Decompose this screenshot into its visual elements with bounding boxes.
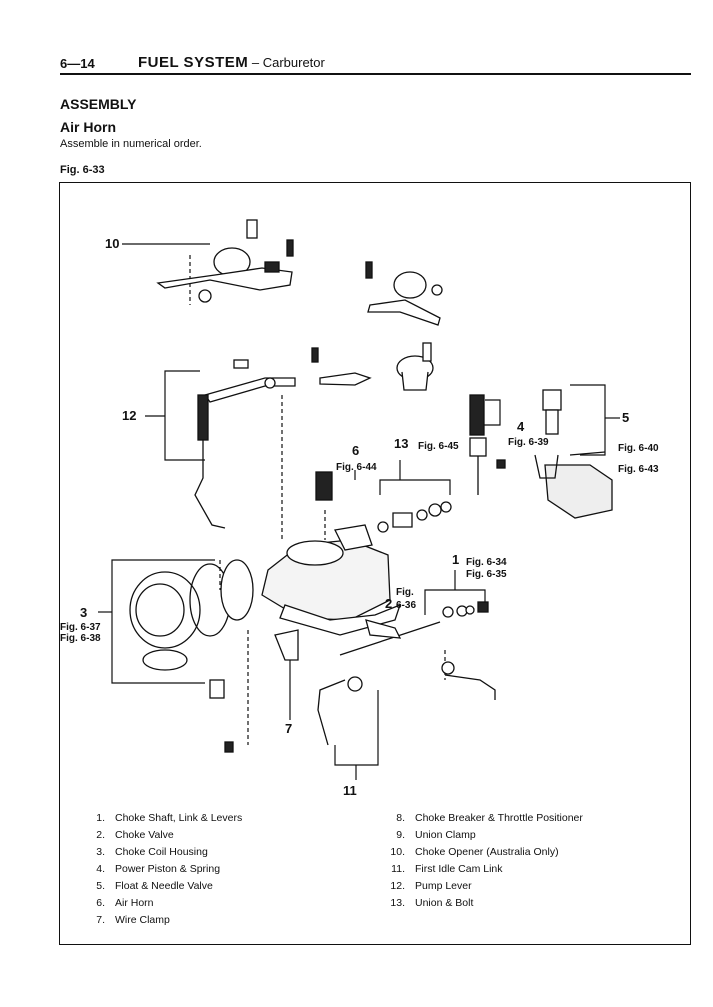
callout-6-ref: Fig. 6-44 bbox=[336, 462, 377, 473]
callout-2-ref-a: Fig. bbox=[396, 587, 414, 598]
float-part bbox=[534, 389, 613, 519]
callout-2-ref-b: 6-36 bbox=[396, 600, 417, 611]
header-rule bbox=[60, 73, 691, 75]
wire-clamp-part bbox=[224, 629, 299, 753]
subsection-name: – Carburetor bbox=[248, 55, 325, 70]
callout-6: 6 bbox=[352, 443, 360, 458]
bracket-13 bbox=[379, 479, 451, 495]
callout-3-ref-b: Fig. 6-38 bbox=[60, 633, 101, 644]
callout-13-ref: Fig. 6-45 bbox=[418, 441, 459, 452]
section-title: FUEL SYSTEM – Carburetor bbox=[138, 54, 325, 71]
bracket-3 bbox=[111, 559, 215, 684]
page-number: 6—14 bbox=[60, 56, 95, 71]
callout-5: 5 bbox=[622, 410, 630, 425]
callout-13: 13 bbox=[394, 436, 409, 451]
callout-4: 4 bbox=[517, 419, 525, 434]
callout-11: 11 bbox=[343, 783, 357, 798]
positioner-diaphragm-part bbox=[311, 342, 434, 391]
instruction-text: Assemble in numerical order. bbox=[60, 138, 202, 150]
callout-5-ref-b: Fig. 6-43 bbox=[618, 464, 659, 475]
callout-10: 10 bbox=[105, 236, 120, 251]
idle-cam-link-part bbox=[317, 661, 496, 746]
choke-opener-part bbox=[156, 219, 294, 303]
section-name: FUEL SYSTEM bbox=[138, 54, 249, 71]
callout-2: 2 bbox=[385, 596, 393, 611]
choke-coil-housing-part bbox=[129, 559, 254, 699]
callout-7: 7 bbox=[285, 721, 293, 736]
figure-frame bbox=[59, 182, 691, 945]
bracket-1 bbox=[424, 589, 486, 615]
figure-label: Fig. 6-33 bbox=[60, 164, 105, 176]
callout-1-ref-a: Fig. 6-34 bbox=[466, 557, 507, 568]
callout-1-ref-b: Fig. 6-35 bbox=[466, 569, 507, 580]
callout-5-ref-a: Fig. 6-40 bbox=[618, 443, 659, 454]
choke-breaker-part bbox=[365, 261, 443, 326]
bracket-5 bbox=[570, 384, 606, 456]
callout-1: 1 bbox=[452, 552, 460, 567]
assembly-heading: ASSEMBLY bbox=[60, 96, 137, 112]
bracket-11 bbox=[334, 690, 379, 766]
union-bolt-part bbox=[377, 501, 452, 533]
callout-4-ref: Fig. 6-39 bbox=[508, 437, 549, 448]
bracket-4 bbox=[470, 399, 501, 426]
callout-12: 12 bbox=[122, 408, 137, 423]
power-piston-part bbox=[469, 394, 506, 495]
callout-3: 3 bbox=[80, 605, 88, 620]
choke-shaft-part bbox=[339, 601, 489, 656]
pump-lever-part bbox=[194, 359, 296, 529]
air-horn-part bbox=[261, 471, 402, 636]
air-horn-heading: Air Horn bbox=[60, 119, 116, 135]
callout-3-ref-a: Fig. 6-37 bbox=[60, 622, 101, 633]
page-header: 6—14 FUEL SYSTEM – Carburetor bbox=[60, 52, 690, 74]
